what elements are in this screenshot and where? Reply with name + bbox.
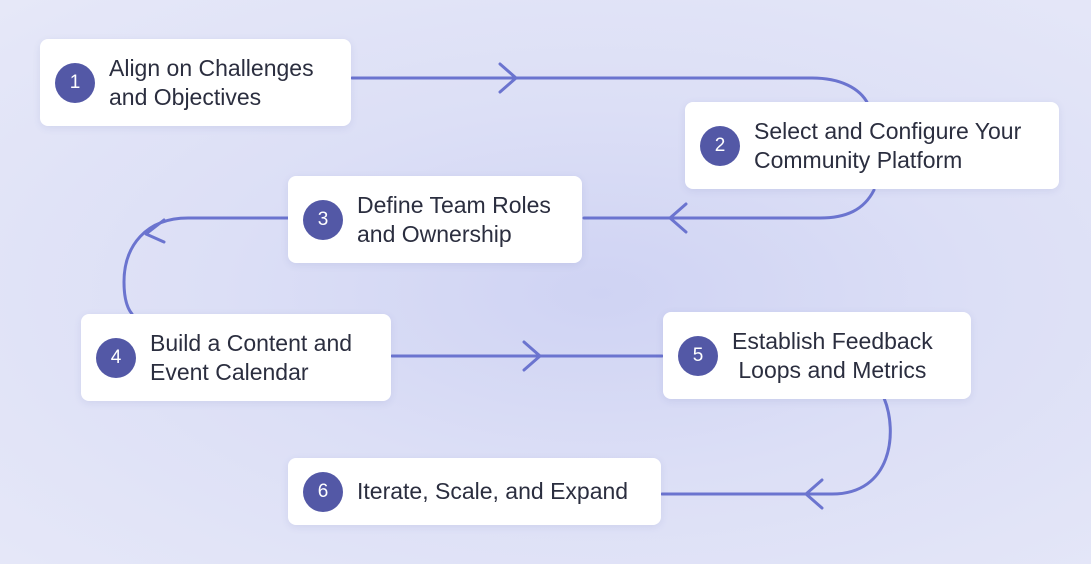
- step-card-3: 3 Define Team Roles and Ownership: [288, 176, 582, 263]
- step-number-badge: 2: [700, 126, 740, 166]
- step-card-6: 6 Iterate, Scale, and Expand: [288, 458, 661, 525]
- arrow-left-icon: [668, 202, 688, 234]
- step-card-5: 5 Establish Feedback Loops and Metrics: [663, 312, 971, 399]
- arrow-right-icon: [498, 62, 518, 94]
- connector-2-3: [582, 188, 876, 220]
- step-number-badge: 4: [96, 338, 136, 378]
- step-number-badge: 1: [55, 63, 95, 103]
- step-number-badge: 6: [303, 472, 343, 512]
- step-number-badge: 5: [678, 336, 718, 376]
- step-label: Build a Content and Event Calendar: [150, 330, 353, 385]
- connector-3-4: [122, 216, 290, 316]
- step-number-badge: 3: [303, 200, 343, 240]
- step-label: Iterate, Scale, and Expand: [357, 478, 629, 504]
- arrow-left-icon: [144, 218, 166, 244]
- step-label: Align on Challenges and Objectives: [109, 55, 314, 110]
- step-card-1: 1 Align on Challenges and Objectives: [40, 39, 351, 126]
- step-label: Establish Feedback Loops and Metrics: [732, 328, 933, 383]
- step-label: Select and Configure Your Community Plat…: [754, 118, 1022, 173]
- arrow-left-icon: [804, 478, 824, 510]
- step-label: Define Team Roles and Ownership: [357, 192, 551, 247]
- connector-5-6: [660, 396, 892, 496]
- arrow-right-icon: [522, 340, 542, 372]
- step-card-2: 2 Select and Configure Your Community Pl…: [685, 102, 1059, 189]
- step-card-4: 4 Build a Content and Event Calendar: [81, 314, 391, 401]
- connector-1-2: [350, 76, 870, 106]
